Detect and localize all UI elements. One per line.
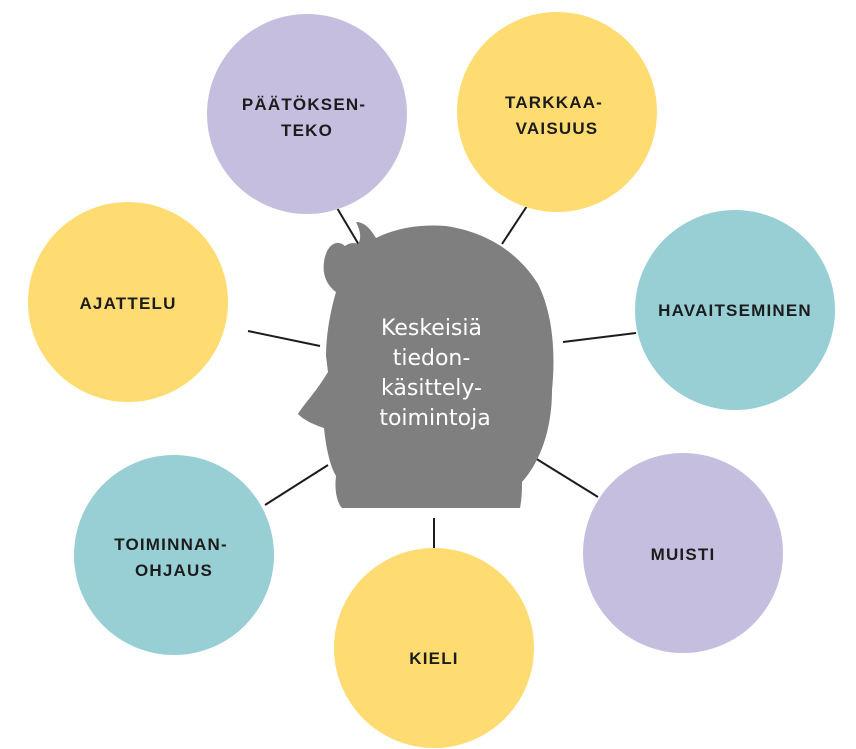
node-circle bbox=[28, 202, 228, 402]
node-label: TOIMINNAN- OHJAUS bbox=[114, 535, 234, 580]
node-toiminnanohjaus: TOIMINNAN- OHJAUS bbox=[74, 455, 274, 655]
node-label: TARKKAA- VAISUUS bbox=[505, 93, 609, 138]
node-label: AJATTELU bbox=[79, 294, 176, 313]
node-ajattelu: AJATTELU bbox=[28, 202, 228, 402]
node-label-line: PÄÄTÖKSEN- bbox=[242, 95, 366, 114]
center-line: toimintoja bbox=[379, 406, 490, 431]
connector-muisti bbox=[534, 457, 599, 498]
node-circle bbox=[207, 14, 407, 214]
node-label: HAVAITSEMINEN bbox=[658, 301, 812, 320]
connector-paatoksenteko bbox=[336, 207, 363, 251]
node-label-line: OHJAUS bbox=[135, 561, 213, 580]
node-kieli: KIELI bbox=[334, 548, 534, 748]
node-label-line: VAISUUS bbox=[516, 119, 599, 138]
node-label-line: TARKKAA- bbox=[505, 93, 603, 112]
node-circle bbox=[334, 548, 534, 748]
head-silhouette bbox=[298, 222, 554, 508]
connector-toiminnanohjaus bbox=[264, 464, 329, 506]
node-label-line: TEKO bbox=[281, 121, 333, 140]
connector-havaitseminen bbox=[562, 332, 637, 343]
node-havaitseminen: HAVAITSEMINEN bbox=[635, 210, 835, 410]
node-label-line: AJATTELU bbox=[79, 294, 176, 313]
node-label-line: TOIMINNAN- bbox=[114, 535, 228, 554]
node-circle bbox=[635, 210, 835, 410]
center-label: Keskeisiä tiedon- käsittely- toimintoja bbox=[379, 316, 490, 431]
node-circle bbox=[457, 12, 657, 212]
connectors bbox=[247, 205, 637, 548]
node-label: PÄÄTÖKSEN- TEKO bbox=[242, 95, 372, 140]
node-circle bbox=[583, 453, 783, 653]
node-label-line: HAVAITSEMINEN bbox=[658, 301, 812, 320]
node-label-line: MUISTI bbox=[651, 545, 716, 564]
center-line: Keskeisiä bbox=[381, 316, 482, 341]
node-circle bbox=[74, 455, 274, 655]
node-muisti: MUISTI bbox=[583, 453, 783, 653]
center-line: käsittely- bbox=[381, 376, 482, 401]
node-paatoksenteko: PÄÄTÖKSEN- TEKO bbox=[207, 14, 407, 214]
node-tarkkaavaisuus: TARKKAA- VAISUUS bbox=[457, 12, 657, 212]
connector-tarkkaavaisuus bbox=[501, 205, 528, 245]
node-label-line: KIELI bbox=[409, 649, 458, 668]
connector-ajattelu bbox=[247, 330, 321, 347]
node-label: KIELI bbox=[409, 649, 458, 668]
node-label: MUISTI bbox=[651, 545, 716, 564]
center-line: tiedon- bbox=[393, 346, 471, 371]
